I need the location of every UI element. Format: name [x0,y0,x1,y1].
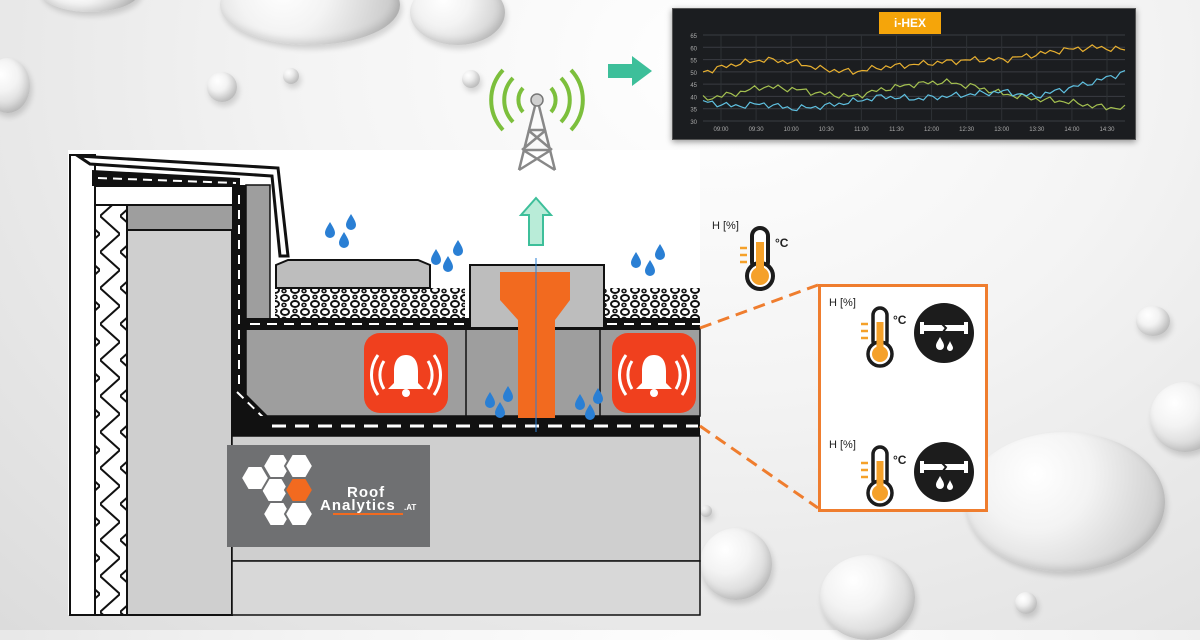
water-droplet [1150,382,1200,452]
wifi-tower-icon [489,68,585,172]
y-tick-label: 30 [690,120,697,126]
sensor-detail-box: H [%] °C [818,284,988,512]
x-tick-label: 12:00 [924,127,940,133]
wall-core [126,229,233,616]
y-tick-label: 50 [690,71,697,77]
humidity-label: H [%] [829,297,856,309]
x-tick-label: 14:30 [1099,127,1115,133]
ihex-chart-panel: i-HEX 30 35 40 45 50 55 60 65 09:00 09:30 10:00 10:… [672,8,1136,140]
x-tick-label: 09:30 [749,127,765,133]
water-droplet [700,528,772,600]
sensor-icons [861,303,974,507]
y-tick-label: 55 [690,59,697,65]
line-chart: 30 35 40 45 50 55 60 65 09:00 09:30 10:00 10:30 11:0… [690,34,1126,133]
parapet-flashing [72,154,290,258]
y-tick-label: 60 [690,46,697,52]
y-tick-label: 40 [690,95,697,101]
logo-text-analytics: Analytics [320,497,396,514]
arrow-up-icon [518,196,554,246]
chart-title: i-HEX [879,12,941,34]
thermometer-icon [861,306,894,368]
x-tick-label: 13:30 [1029,127,1045,133]
parapet-cap [94,185,238,206]
gravel-layer-right [604,288,700,318]
bell-alarm-icon [364,333,448,413]
x-tick-label: 10:00 [784,127,800,133]
x-tick-label: 10:30 [819,127,835,133]
wall-insulation [94,204,128,616]
series-line [702,44,1126,75]
y-tick-label: 45 [690,83,697,89]
y-tick-label: 65 [690,34,697,40]
water-droplet [283,68,299,84]
water-droplet [700,505,712,517]
thermometer-icon [861,445,894,507]
hexagon-logo-icon [240,453,315,527]
gravel-layer [275,288,465,318]
x-tick-label: 14:00 [1064,127,1080,133]
roof-drain [500,272,570,418]
series-line [702,70,1126,112]
x-tick-label: 12:30 [959,127,975,133]
ceiling-layer [231,560,701,616]
logo-underline [333,513,403,515]
water-droplet [965,432,1165,572]
pipe-leak-icon [914,303,974,363]
outer-wall [69,154,96,616]
water-droplet [40,0,140,12]
logo-text-roof: Roof [347,484,386,501]
humidity-label: H [%] [712,220,739,232]
parapet-membrane-dash [97,177,237,184]
water-droplet [462,70,480,88]
x-tick-label: 09:00 [713,127,729,133]
parapet-block [126,204,238,231]
water-droplet [820,555,915,640]
water-droplet [1136,306,1170,336]
water-droplet [207,72,237,102]
pipe-leak-icon [914,442,974,502]
arrow-right-icon [608,56,652,86]
paving-slab [275,259,431,289]
y-tick-label: 35 [690,108,697,114]
thermometer-icon [740,226,775,291]
connector-line [699,283,819,330]
series-line [702,78,1126,111]
parapet-membrane [92,170,240,188]
x-tick-label: 13:00 [994,127,1010,133]
temperature-unit-label: °C [893,453,907,467]
connector-line [699,424,819,510]
humidity-label: H [%] [829,439,856,451]
logo-text-suffix: .AT [404,503,417,512]
bell-alarm-icon [612,333,696,413]
temperature-unit-label: °C [893,313,907,327]
temperature-unit-label: °C [775,236,789,250]
x-tick-label: 11:30 [889,127,904,133]
x-tick-label: 11:00 [854,127,869,133]
water-droplet [1015,592,1037,614]
company-logo-panel [227,445,430,547]
